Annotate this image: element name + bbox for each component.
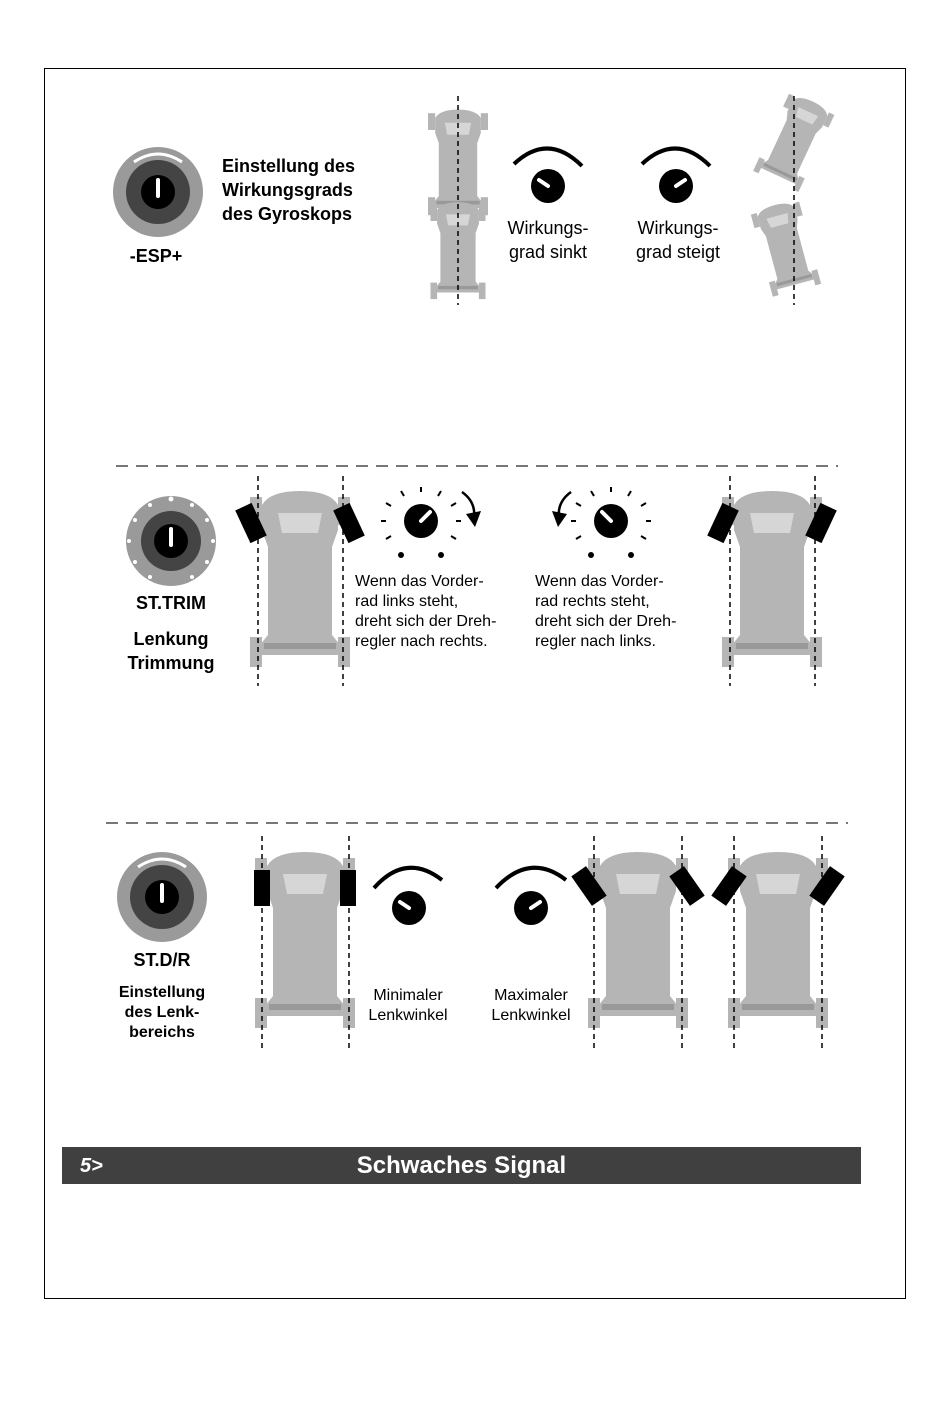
drifting-car-bottom: [750, 198, 822, 297]
dr-title-line: bereichs: [129, 1024, 195, 1041]
caption-line: Wirkungs-: [507, 218, 589, 238]
gain-decrease-caption: Wirkungs- grad sinkt: [496, 216, 600, 264]
caption-line: regler nach links.: [535, 633, 656, 650]
caption-line: dreht sich der Dreh-: [355, 613, 497, 630]
section-number: 5>: [80, 1155, 103, 1177]
gain-increase-dial: [640, 146, 712, 205]
dr-car-steered-left: [711, 852, 845, 1028]
trim-knob-label: ST.TRIM: [136, 593, 206, 613]
gain-increase-caption: Wirkungs- grad steigt: [622, 216, 734, 264]
min-angle-caption: Minimaler Lenkwinkel: [356, 986, 460, 1026]
trim-dial-clockwise: [381, 487, 481, 558]
caption-line: regler nach rechts.: [355, 633, 488, 650]
caption-line: Minimaler: [373, 987, 443, 1004]
dr-car-straight: [254, 852, 356, 1028]
caption-line: Maximaler: [494, 987, 568, 1004]
caption-line: dreht sich der Dreh-: [535, 613, 677, 630]
esp-title-line: des Gyroskops: [222, 204, 353, 224]
caption-line: rad rechts steht,: [535, 593, 650, 610]
dr-title-line: des Lenk-: [124, 1004, 200, 1021]
esp-knob-label: -ESP+: [129, 246, 183, 266]
caption-line: rad links steht,: [355, 593, 459, 610]
dr-car-steered-right: [571, 852, 705, 1028]
esp-title-line: Einstellung des: [222, 156, 356, 176]
caption-line: Wenn das Vorder-: [535, 573, 664, 590]
trim-car-right: [707, 491, 837, 667]
caption-line: Lenkwinkel: [491, 1007, 571, 1024]
caption-line: Wirkungs-: [637, 218, 719, 238]
trim-dial-counterclockwise: [552, 487, 651, 558]
esp-title: Einstellung des Wirkungsgrads des Gyrosk…: [222, 154, 355, 226]
trim-right-caption: Wenn das Vorder- rad rechts steht, dreht…: [535, 572, 676, 652]
trim-car-left: [235, 491, 365, 667]
min-angle-dial: [372, 865, 444, 927]
trim-left-caption: Wenn das Vorder- rad links steht, dreht …: [355, 572, 496, 652]
esp-knob[interactable]: [113, 147, 203, 237]
trim-title-line: Lenkung: [133, 629, 209, 649]
gain-decrease-dial: [512, 146, 584, 205]
trim-knob[interactable]: [126, 496, 216, 586]
trim-title: Lenkung Trimmung: [112, 627, 230, 675]
dr-title: Einstellung des Lenk- bereichs: [104, 983, 220, 1043]
dr-knob-label: ST.D/R: [133, 950, 191, 970]
section-banner: 5> Schwaches Signal: [62, 1147, 861, 1184]
section-title: Schwaches Signal: [356, 1152, 567, 1179]
max-angle-caption: Maximaler Lenkwinkel: [478, 986, 584, 1026]
trim-title-line: Trimmung: [127, 653, 215, 673]
page-frame: [44, 68, 906, 1299]
caption-line: grad steigt: [635, 242, 721, 262]
dr-knob[interactable]: [117, 852, 207, 942]
caption-line: Wenn das Vorder-: [355, 573, 484, 590]
caption-line: grad sinkt: [508, 242, 588, 262]
dr-title-line: Einstellung: [118, 984, 206, 1001]
esp-title-line: Wirkungsgrads: [222, 180, 353, 200]
max-angle-dial: [494, 865, 568, 927]
caption-line: Lenkwinkel: [368, 1007, 448, 1024]
